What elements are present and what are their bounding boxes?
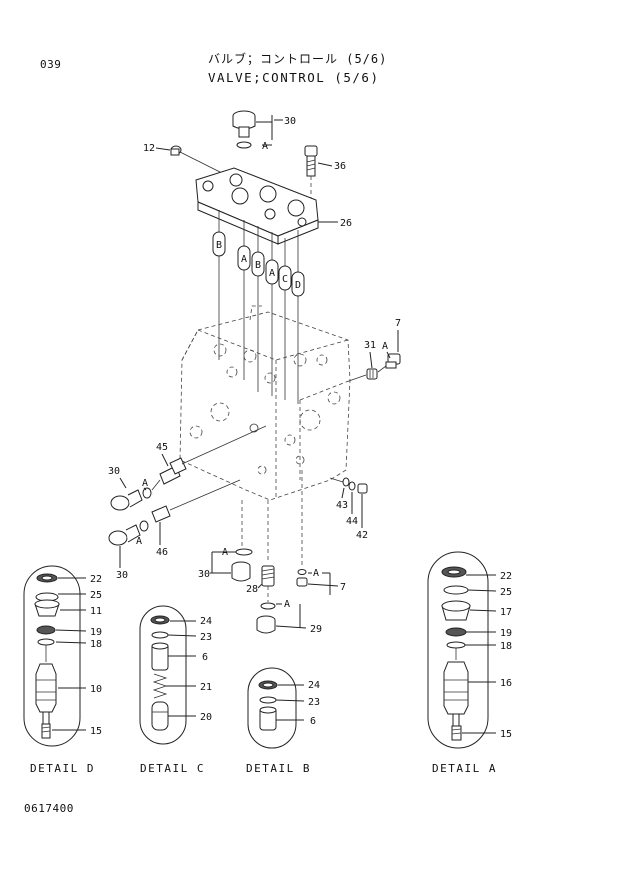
title-japanese: バルブ；コントロール (5/6): [208, 52, 388, 66]
svg-text:A: A: [241, 254, 247, 265]
detail-d-callout-19: 19: [90, 627, 102, 638]
detail-d-callout-25: 25: [90, 590, 102, 601]
detail-a-callout-15: 15: [500, 729, 512, 740]
detail-b-callout-6: 6: [310, 716, 316, 727]
callout-28: 28: [246, 584, 258, 595]
callout-46: 46: [156, 547, 168, 558]
plug-30-left-upper: [110, 487, 152, 511]
callout-42: 42: [356, 530, 368, 541]
spool-45: [159, 457, 187, 485]
detail-c-callout-23: 23: [200, 632, 212, 643]
detail-d-callout-22: 22: [90, 574, 102, 585]
detail-c-callout-24: 24: [200, 616, 212, 627]
plug-7-right: [385, 353, 401, 369]
detail-c-callout-20: 20: [200, 712, 212, 723]
callout-30-top: 30: [284, 116, 296, 127]
callout-36: 36: [334, 161, 346, 172]
document-number: 0617400: [24, 802, 74, 815]
detail-b-callout-24: 24: [308, 680, 320, 691]
detail-c-callout-6: 6: [202, 652, 208, 663]
detail-d-callout-18: 18: [90, 639, 102, 650]
plug-31: [366, 368, 378, 380]
capsule-b-left: B: [212, 231, 226, 257]
svg-text:B: B: [255, 260, 261, 271]
plug-7-bottom: [296, 569, 308, 587]
callout-a-right: A: [382, 341, 388, 352]
detail-c-group: [139, 605, 187, 745]
callout-12: 12: [143, 143, 155, 154]
callout-a-top: A: [262, 141, 268, 152]
callout-45: 45: [156, 442, 168, 453]
callout-a-left-lower: A: [136, 536, 142, 547]
detail-d-callout-11: 11: [90, 606, 102, 617]
detail-d-callout-10: 10: [90, 684, 102, 695]
callout-31: 31: [364, 340, 376, 351]
callout-7-bottom: 7: [340, 582, 346, 593]
svg-text:B: B: [216, 240, 222, 251]
detail-b-callout-23: 23: [308, 697, 320, 708]
capsule-c: C: [278, 265, 292, 291]
capsule-a-2: A: [265, 259, 279, 285]
detail-a-group: [427, 551, 489, 749]
plug-30-bottom: [231, 561, 251, 582]
capsule-a-1: A: [237, 245, 251, 271]
callout-a-left-upper: A: [142, 478, 148, 489]
detail-c-callout-21: 21: [200, 682, 212, 693]
callout-43: 43: [336, 500, 348, 511]
callout-a-29: A: [284, 599, 290, 610]
title-english: VALVE;CONTROL (5/6): [208, 70, 380, 85]
plug-12: [170, 145, 182, 156]
callout-29: 29: [310, 624, 322, 635]
callout-30-left-lower: 30: [116, 570, 128, 581]
o-ring-bottom: [235, 548, 253, 556]
detail-d-callout-15: 15: [90, 726, 102, 737]
capsule-b-2: B: [251, 251, 265, 277]
detail-a-caption: DETAIL A: [432, 762, 497, 775]
cover-26: [195, 167, 319, 245]
plug-28-spring: [261, 565, 275, 587]
spool-46: [151, 505, 171, 523]
detail-a-callout-25: 25: [500, 587, 512, 598]
detail-b-group: [247, 667, 297, 749]
detail-b-caption: DETAIL B: [246, 762, 311, 775]
bolt-36: [304, 145, 318, 177]
plug-29: [256, 615, 276, 634]
page-code: 039: [40, 58, 62, 71]
o-ring-29: [260, 602, 276, 610]
callout-44: 44: [346, 516, 358, 527]
parts-43-44-42: [342, 477, 368, 494]
detail-d-group: [23, 565, 81, 747]
valve-body: [179, 305, 351, 501]
detail-a-callout-22: 22: [500, 571, 512, 582]
detail-d-caption: DETAIL D: [30, 762, 95, 775]
svg-text:A: A: [269, 268, 275, 279]
detail-a-callout-17: 17: [500, 607, 512, 618]
svg-text:D: D: [295, 280, 301, 291]
callout-30-bottom: 30: [198, 569, 210, 580]
capsule-d: D: [291, 271, 305, 297]
detail-a-callout-19: 19: [500, 628, 512, 639]
svg-text:C: C: [282, 274, 288, 285]
callout-7-right: 7: [395, 318, 401, 329]
detail-a-callout-16: 16: [500, 678, 512, 689]
detail-c-caption: DETAIL C: [140, 762, 205, 775]
callout-26: 26: [340, 218, 352, 229]
callout-30-left-upper: 30: [108, 466, 120, 477]
bolt-30-top: [232, 110, 256, 149]
detail-a-callout-18: 18: [500, 641, 512, 652]
callout-a-bottom-right: A: [313, 568, 319, 579]
plug-30-left-lower: [108, 520, 149, 546]
